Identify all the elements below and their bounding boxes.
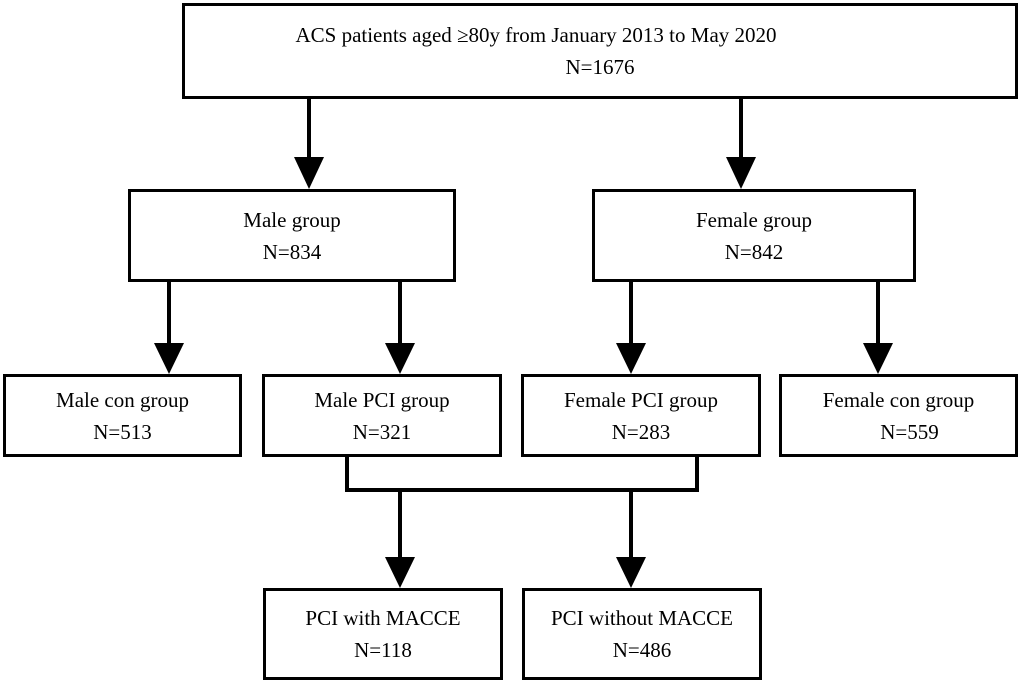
male-con-group-box: Male con group N=513 <box>3 374 242 457</box>
root-cohort-count: N=1676 <box>565 55 635 79</box>
pci-with-macce-box: PCI with MACCE N=118 <box>263 588 503 680</box>
pci-with-macce-count: N=118 <box>354 638 412 662</box>
arrowhead-female-to-female-con <box>863 343 893 374</box>
male-pci-group-count: N=321 <box>352 419 412 444</box>
male-con-group-count: N=513 <box>93 419 152 444</box>
female-pci-group-box: Female PCI group N=283 <box>521 374 761 457</box>
arrowhead-female-to-female-pci <box>616 343 646 374</box>
arrowhead-male-to-male-pci <box>385 343 415 374</box>
male-pci-group-box: Male PCI group N=321 <box>262 374 502 457</box>
female-group-count: N=842 <box>724 239 784 264</box>
arrowhead-male-to-male-con <box>154 343 184 374</box>
male-group-count: N=834 <box>262 239 322 264</box>
merge-bracket-pci <box>345 457 699 492</box>
male-group-box: Male group N=834 <box>128 189 456 282</box>
female-con-group-title: Female con group <box>822 387 975 412</box>
female-group-title: Female group <box>695 207 813 232</box>
arrowhead-root-to-female <box>726 157 756 189</box>
female-group-box: Female group N=842 <box>592 189 916 282</box>
root-cohort-box: ACS patients aged ≥80y from January 2013… <box>182 3 1018 99</box>
arrowhead-root-to-male <box>294 157 324 189</box>
pci-without-macce-count: N=486 <box>612 638 672 662</box>
root-cohort-title: ACS patients aged ≥80y from January 2013… <box>295 23 777 47</box>
male-con-group-title: Male con group <box>56 387 189 412</box>
female-pci-group-title: Female PCI group <box>564 387 718 412</box>
female-pci-group-count: N=283 <box>611 419 671 444</box>
male-group-title: Male group <box>243 207 341 232</box>
pci-with-macce-title: PCI with MACCE <box>305 606 461 630</box>
female-con-group-count: N=559 <box>880 419 939 444</box>
arrowhead-merge-to-with-macce <box>385 557 415 588</box>
pci-without-macce-box: PCI without MACCE N=486 <box>522 588 762 680</box>
male-pci-group-title: Male PCI group <box>314 387 450 412</box>
arrowhead-merge-to-without-macce <box>616 557 646 588</box>
pci-without-macce-title: PCI without MACCE <box>550 606 734 630</box>
female-con-group-box: Female con group N=559 <box>779 374 1018 457</box>
